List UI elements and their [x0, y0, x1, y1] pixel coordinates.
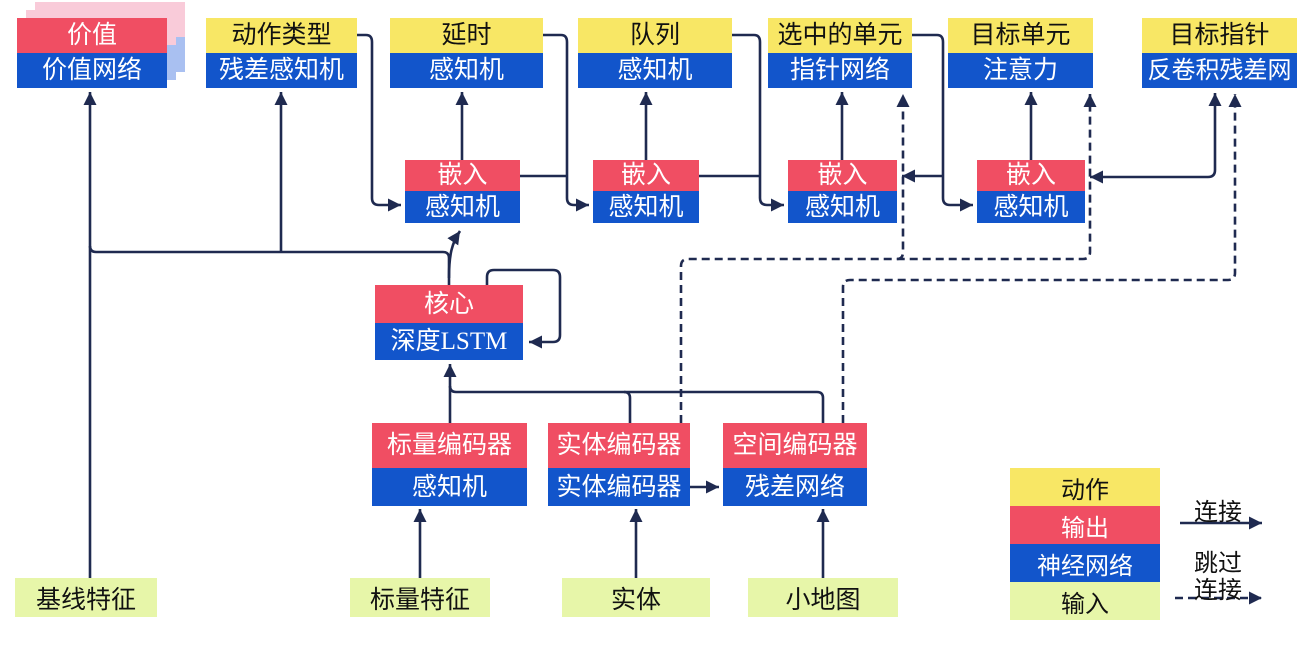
node-spatial-encoder-network: 残差网络 [723, 468, 867, 506]
skip-spatial-encoder-to-target-point [841, 94, 1242, 423]
node-embed1: 嵌入 感知机 [405, 160, 520, 223]
node-embed2: 嵌入 感知机 [593, 160, 699, 223]
solid-connections [83, 33, 1262, 578]
node-embed2-network: 感知机 [593, 191, 699, 223]
edge-queue-to-embed3 [732, 33, 784, 212]
node-scalar-encoder: 标量编码器 感知机 [372, 423, 527, 506]
node-embed3: 嵌入 感知机 [788, 160, 897, 223]
edge-entity-encoder-merge [623, 390, 632, 423]
skip-entity-encoder-bus [679, 94, 1097, 423]
legend-connection-label: 连接 [1194, 500, 1242, 526]
legend-action: 动作 [1010, 468, 1160, 506]
skip-connections [679, 94, 1262, 605]
node-entity-encoder: 实体编码器 实体编码器 [548, 423, 690, 506]
node-action-type-title: 动作类型 [206, 18, 357, 53]
skip-branch-to-selected-units [896, 94, 910, 261]
node-target-point-title: 目标指针 [1142, 18, 1297, 53]
node-core-network: 深度LSTM [375, 323, 523, 360]
node-action-type-network: 残差感知机 [206, 53, 357, 88]
edge-delay-to-embed2 [543, 33, 589, 212]
node-value: 价值 价值网络 [17, 18, 167, 88]
edge-selected-units-to-embed4 [912, 33, 973, 212]
node-target-unit-network: 注意力 [948, 53, 1093, 88]
node-selected-units-title: 选中的单元 [768, 18, 912, 53]
node-delay: 延时 感知机 [390, 18, 543, 88]
node-core-title: 核心 [375, 285, 523, 323]
node-embed1-title: 嵌入 [405, 160, 520, 191]
node-queue: 队列 感知机 [578, 18, 732, 88]
node-embed1-network: 感知机 [405, 191, 520, 223]
legend-skip-label-line1: 跳过 [1194, 551, 1242, 577]
edge-action-type-to-embed1 [357, 33, 401, 212]
node-queue-network: 感知机 [578, 53, 732, 88]
node-embed4: 嵌入 感知机 [977, 160, 1085, 223]
legend-output: 输出 [1010, 506, 1160, 544]
node-embed3-title: 嵌入 [788, 160, 897, 191]
node-queue-title: 队列 [578, 18, 732, 53]
node-delay-title: 延时 [390, 18, 543, 53]
node-value-network: 价值网络 [17, 53, 167, 88]
node-scalar-features: 标量特征 [350, 578, 490, 617]
node-entities: 实体 [562, 578, 710, 617]
node-spatial-encoder-title: 空间编码器 [723, 423, 867, 468]
node-scalar-encoder-network: 感知机 [372, 468, 527, 506]
node-selected-units-network: 指针网络 [768, 53, 912, 88]
node-embed3-network: 感知机 [788, 191, 897, 223]
edge-core-to-embed1 [447, 230, 462, 279]
edge-core-output-bus [88, 245, 451, 285]
legend-input: 输入 [1010, 582, 1160, 620]
node-target-unit: 目标单元 注意力 [948, 18, 1093, 88]
legend-skip-label-line2: 连接 [1194, 578, 1242, 604]
node-target-point: 目标指针 反卷积残差网 [1142, 18, 1297, 88]
node-selected-units: 选中的单元 指针网络 [768, 18, 912, 88]
node-embed4-network: 感知机 [977, 191, 1085, 223]
node-minimap: 小地图 [748, 578, 898, 617]
node-entity-encoder-network: 实体编码器 [548, 468, 690, 506]
node-target-unit-title: 目标单元 [948, 18, 1093, 53]
edge-encoder-bus-to-core [448, 385, 825, 423]
node-value-title: 价值 [17, 18, 167, 53]
node-spatial-encoder: 空间编码器 残差网络 [723, 423, 867, 506]
node-action-type: 动作类型 残差感知机 [206, 18, 357, 88]
legend-neural-network: 神经网络 [1010, 544, 1160, 582]
node-entity-encoder-title: 实体编码器 [548, 423, 690, 468]
node-scalar-encoder-title: 标量编码器 [372, 423, 527, 468]
edge-core-self-loop [485, 268, 562, 349]
node-delay-network: 感知机 [390, 53, 543, 88]
node-baseline-features: 基线特征 [15, 578, 157, 617]
edge-embed4-to-target-point [1090, 93, 1222, 184]
node-core: 核心 深度LSTM [375, 285, 523, 360]
node-embed4-title: 嵌入 [977, 160, 1085, 191]
node-embed2-title: 嵌入 [593, 160, 699, 191]
node-target-point-network: 反卷积残差网 [1142, 53, 1297, 88]
